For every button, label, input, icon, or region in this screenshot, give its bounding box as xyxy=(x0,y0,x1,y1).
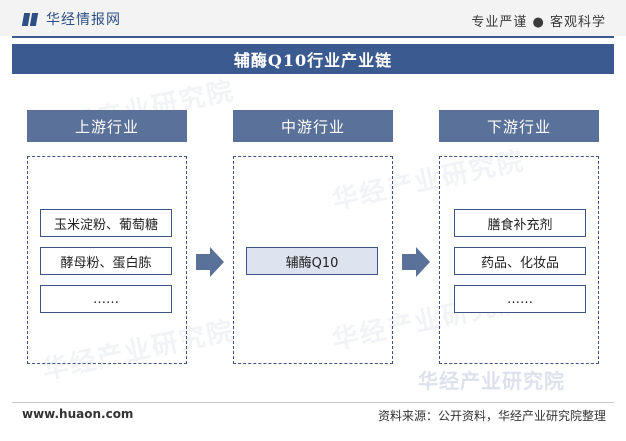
downstream-item: 膳食补充剂 xyxy=(454,209,586,237)
column-heading-label: 中游行业 xyxy=(280,117,345,136)
column-heading-midstream: 中游行业 xyxy=(233,110,393,142)
page-title: 辅酶Q10行业产业链 xyxy=(233,51,393,70)
midstream-item: 辅酶Q10 xyxy=(246,247,378,275)
downstream-group: 膳食补充剂 药品、化妆品 …… xyxy=(439,156,599,364)
column-heading-label: 下游行业 xyxy=(486,117,551,136)
website-link[interactable]: www.huaon.com xyxy=(22,407,134,421)
arrow-right-icon xyxy=(196,247,224,277)
column-heading-upstream: 上游行业 xyxy=(27,110,187,142)
logo[interactable]: 华经情报网 xyxy=(21,10,121,28)
header-divider xyxy=(12,36,614,38)
logo-text: 华经情报网 xyxy=(46,12,121,28)
title-bar: 辅酶Q10行业产业链 xyxy=(12,44,614,74)
upstream-group: 玉米淀粉、葡萄糖 酵母粉、蛋白胨 …… xyxy=(27,156,187,364)
logo-icon xyxy=(21,11,40,27)
upstream-item: 玉米淀粉、葡萄糖 xyxy=(40,209,172,237)
arrow-right-icon xyxy=(402,247,430,277)
downstream-item: …… xyxy=(454,285,586,313)
downstream-item: 药品、化妆品 xyxy=(454,247,586,275)
header-bar: 华经情报网 专业严谨 ● 客观科学 xyxy=(0,0,626,36)
column-heading-downstream: 下游行业 xyxy=(439,110,599,142)
column-heading-label: 上游行业 xyxy=(74,117,139,136)
upstream-item: …… xyxy=(40,285,172,313)
slogan: 专业严谨 ● 客观科学 xyxy=(471,15,606,30)
midstream-group: 辅酶Q10 xyxy=(233,156,393,364)
upstream-item: 酵母粉、蛋白胨 xyxy=(40,247,172,275)
footer-divider xyxy=(12,402,614,403)
watermark-logo-text: 华经产业研究院 xyxy=(418,369,565,393)
source-note: 资料来源：公开资料，华经产业研究院整理 xyxy=(377,409,606,423)
